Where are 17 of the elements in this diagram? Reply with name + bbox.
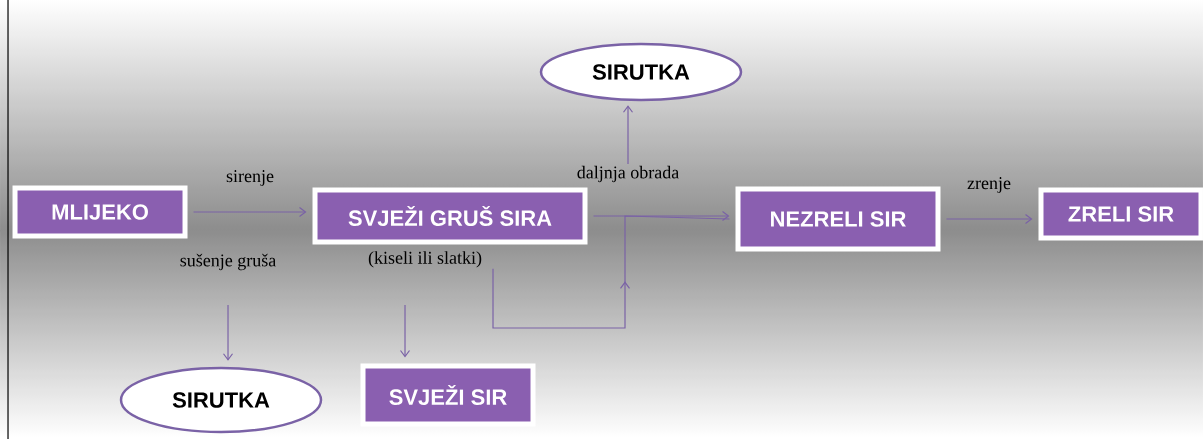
process-box: NEZRELI SIR bbox=[735, 186, 941, 252]
arrow bbox=[192, 206, 307, 218]
arrow bbox=[222, 304, 234, 361]
arrow bbox=[399, 304, 411, 358]
edge-label: sirenje bbox=[226, 170, 274, 186]
arrow bbox=[622, 105, 634, 165]
edge-label: zrenje bbox=[967, 177, 1011, 193]
edge-label: sušenje gruša bbox=[180, 253, 276, 271]
arrow bbox=[945, 213, 1033, 225]
arrow bbox=[592, 210, 730, 222]
process-box: SVJEŽI SIR bbox=[360, 363, 536, 427]
edge-label: daljnja obrada bbox=[577, 165, 679, 183]
process-box: ZRELI SIR bbox=[1038, 187, 1203, 241]
note-text: (kiseli ili slatki) bbox=[368, 251, 482, 268]
node-label: SIRUTKA bbox=[172, 392, 270, 408]
process-box: MLIJEKO bbox=[12, 185, 188, 239]
process-box: SVJEŽI GRUŠ SIRA bbox=[312, 187, 588, 245]
